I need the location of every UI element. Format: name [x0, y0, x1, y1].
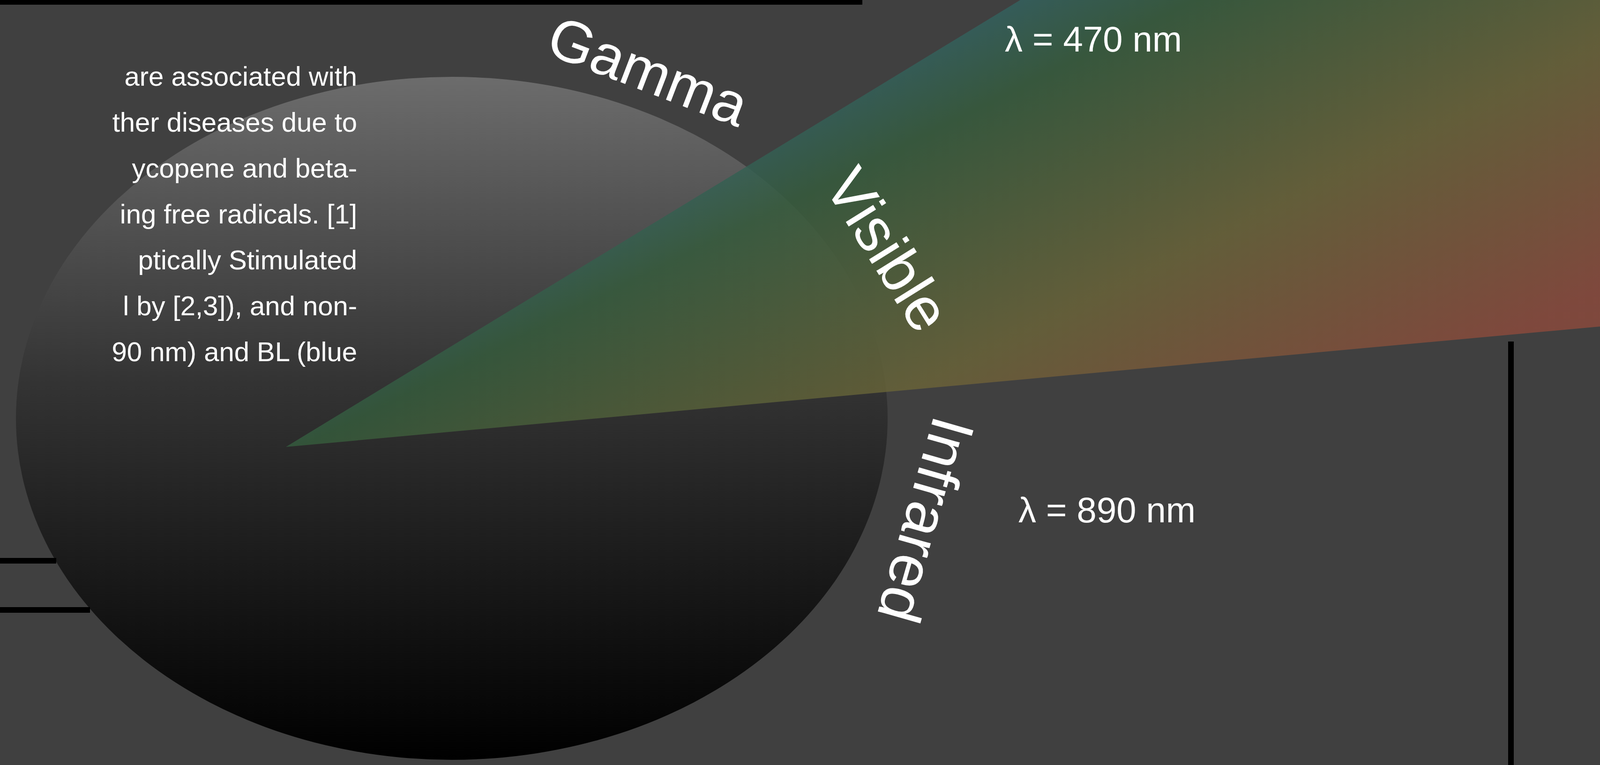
paragraph-line: l by [2,3]), and non- — [122, 290, 358, 322]
paragraph-line: ther diseases due to — [112, 106, 358, 139]
light-beam — [285, 0, 1600, 448]
divider-line — [1508, 341, 1514, 765]
paragraph-line: ing free radicals. [1] — [119, 198, 358, 231]
rule-line — [0, 558, 57, 564]
wavelength-label: λ = 890 nm — [1018, 489, 1196, 531]
paragraph-line: are associated with — [124, 60, 358, 93]
paragraph-line: ycopene and beta- — [132, 152, 358, 185]
rule-line — [0, 607, 90, 614]
top-rule — [0, 0, 863, 5]
paragraph-line: 90 nm) and BL (blue — [112, 336, 358, 368]
wavelength-label: λ = 470 nm — [1004, 18, 1182, 60]
paragraph-line: ptically Stimulated — [138, 244, 358, 277]
